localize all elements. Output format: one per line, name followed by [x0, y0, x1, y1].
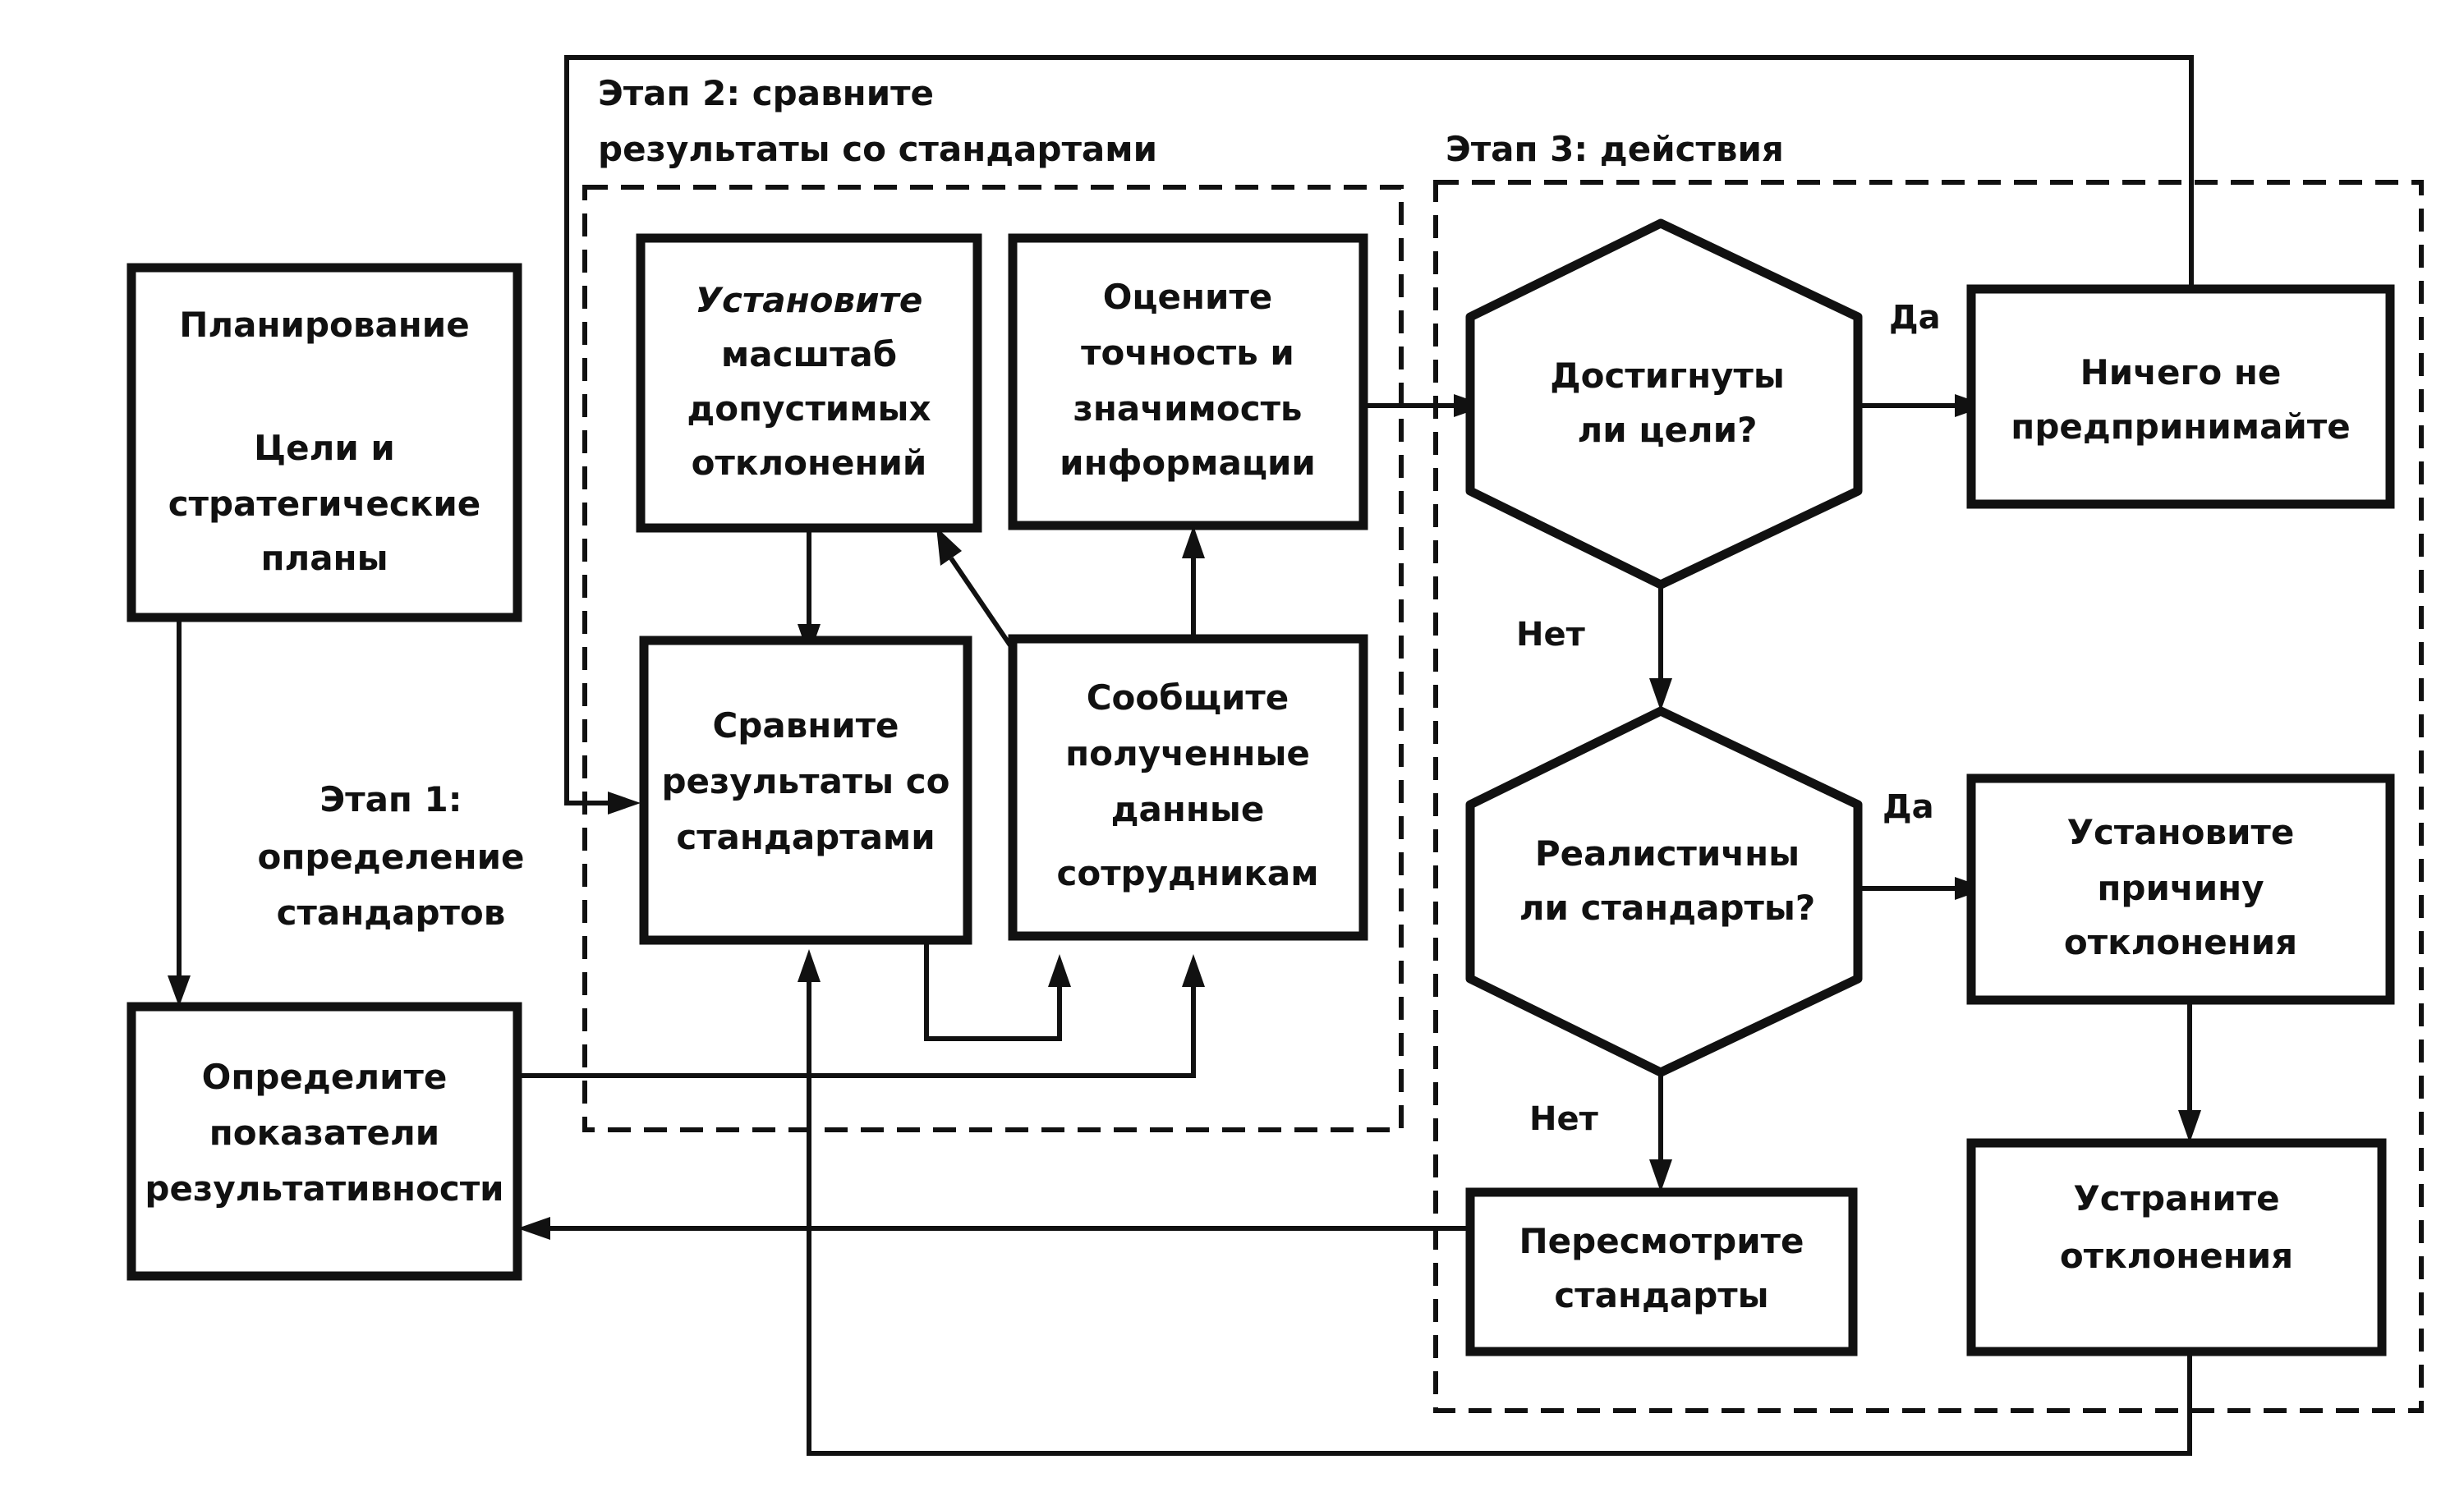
goals-reached-line-2: ли цели? — [1578, 410, 1758, 450]
report-data-box — [1008, 634, 1368, 941]
set-scale-line-2: масштаб — [721, 334, 897, 374]
arrowhead-compare-from-bottom — [798, 949, 821, 982]
evaluate-info-line-3: значимость — [1073, 388, 1302, 429]
compare-results-line-3: стандартами — [676, 817, 935, 857]
compare-results-box — [639, 636, 972, 945]
arrowhead-fix — [2178, 1110, 2201, 1143]
indicators-to-report-line — [517, 987, 1196, 1078]
stage1-title-line2: определение — [257, 837, 524, 877]
no-label-realistic: Нет — [1529, 1100, 1599, 1138]
planning-line-1: Цели и — [254, 428, 395, 468]
evaluate-info-line-4: информации — [1060, 443, 1316, 483]
set-scale-line-4: отклонений — [692, 443, 927, 483]
goals-reached-line-1: Достигнуты — [1550, 356, 1785, 396]
do-nothing-box — [1966, 284, 2395, 509]
planning-title: Планирование — [179, 305, 469, 345]
set-scale-line-3: допустимых — [687, 388, 931, 429]
stage3-container — [1433, 180, 2424, 1413]
revise-standards-line-1: Пересмотрите — [1519, 1221, 1804, 1261]
report-to-scale-line — [949, 557, 1013, 647]
do-nothing-line-2: предпринимайте — [2011, 406, 2350, 447]
stage2-container — [582, 185, 1404, 1132]
planning-line-2: стратегические — [168, 484, 480, 524]
define-indicators-line-2: показатели — [209, 1113, 440, 1153]
standards-realistic-line-2: ли стандарты? — [1519, 888, 1815, 928]
define-indicators-line-3: результативности — [145, 1168, 503, 1209]
report-data-line-1: Сообщите — [1087, 677, 1289, 718]
arrowhead-report-from-indicators — [1182, 954, 1205, 987]
standards-realistic-line-1: Реалистичны — [1535, 833, 1800, 874]
revise-standards-box — [1465, 1187, 1858, 1356]
standards-realistic-hexagon — [1465, 706, 1863, 1077]
set-scale-box — [636, 233, 982, 533]
no-label-goals: Нет — [1516, 616, 1586, 654]
compare-results-line-2: результаты со — [661, 761, 949, 801]
arrowhead-evaluate — [1182, 525, 1205, 558]
planning-line-3: планы — [260, 538, 388, 578]
planning-box — [126, 263, 522, 622]
report-data-line-4: сотрудникам — [1056, 853, 1318, 893]
do-nothing-line-1: Ничего не — [2080, 352, 2282, 392]
arrowhead-indicators-from-revise — [517, 1217, 550, 1240]
find-cause-line-3: отклонения — [2064, 922, 2297, 962]
arrowhead-realistic — [1649, 678, 1672, 711]
arrowhead-compare-from-loop — [608, 792, 641, 815]
stage2-title-line2: результаты со стандартами — [598, 129, 1157, 169]
fix-deviations-line-2: отклонения — [2060, 1236, 2293, 1276]
yes-label-realistic: Да — [1882, 788, 1934, 826]
stage1-title-line3: стандартов — [277, 893, 506, 933]
arrowhead-indicators — [168, 975, 191, 1007]
arrowhead-report-from-compare — [1048, 954, 1071, 987]
report-data-line-2: полученные — [1065, 733, 1310, 773]
find-cause-line-2: причину — [2097, 868, 2264, 908]
stage3-title: Этап 3: действия — [1446, 129, 1784, 169]
stage1-title-line1: Этап 1: — [319, 779, 462, 819]
evaluate-info-line-1: Оцените — [1103, 277, 1273, 317]
compare-to-report-line — [924, 940, 1062, 1041]
fix-deviations-box — [1966, 1138, 2387, 1356]
evaluate-info-box — [1008, 233, 1368, 530]
fix-deviations-line-1: Устраните — [2073, 1178, 2279, 1219]
revise-standards-line-2: стандарты — [1554, 1275, 1768, 1315]
arrowhead-revise — [1649, 1159, 1672, 1192]
arrowhead-scale-from-report — [936, 527, 962, 566]
define-indicators-line-1: Определите — [202, 1057, 448, 1097]
report-data-line-3: данные — [1111, 789, 1265, 829]
compare-results-line-1: Сравните — [712, 705, 899, 746]
find-cause-line-1: Установите — [2067, 812, 2295, 852]
evaluate-info-line-2: точность и — [1081, 333, 1294, 373]
find-cause-box — [1966, 773, 2395, 1005]
goals-reached-hexagon — [1465, 218, 1863, 590]
yes-label-goals: Да — [1889, 299, 1941, 337]
set-scale-line-1: Установите — [696, 280, 923, 320]
fix-to-compare-loop — [807, 982, 2192, 1456]
define-indicators-box — [126, 1002, 522, 1281]
donothing-to-compare-loop — [564, 55, 2194, 805]
stage2-title-line1: Этап 2: сравните — [598, 73, 934, 113]
